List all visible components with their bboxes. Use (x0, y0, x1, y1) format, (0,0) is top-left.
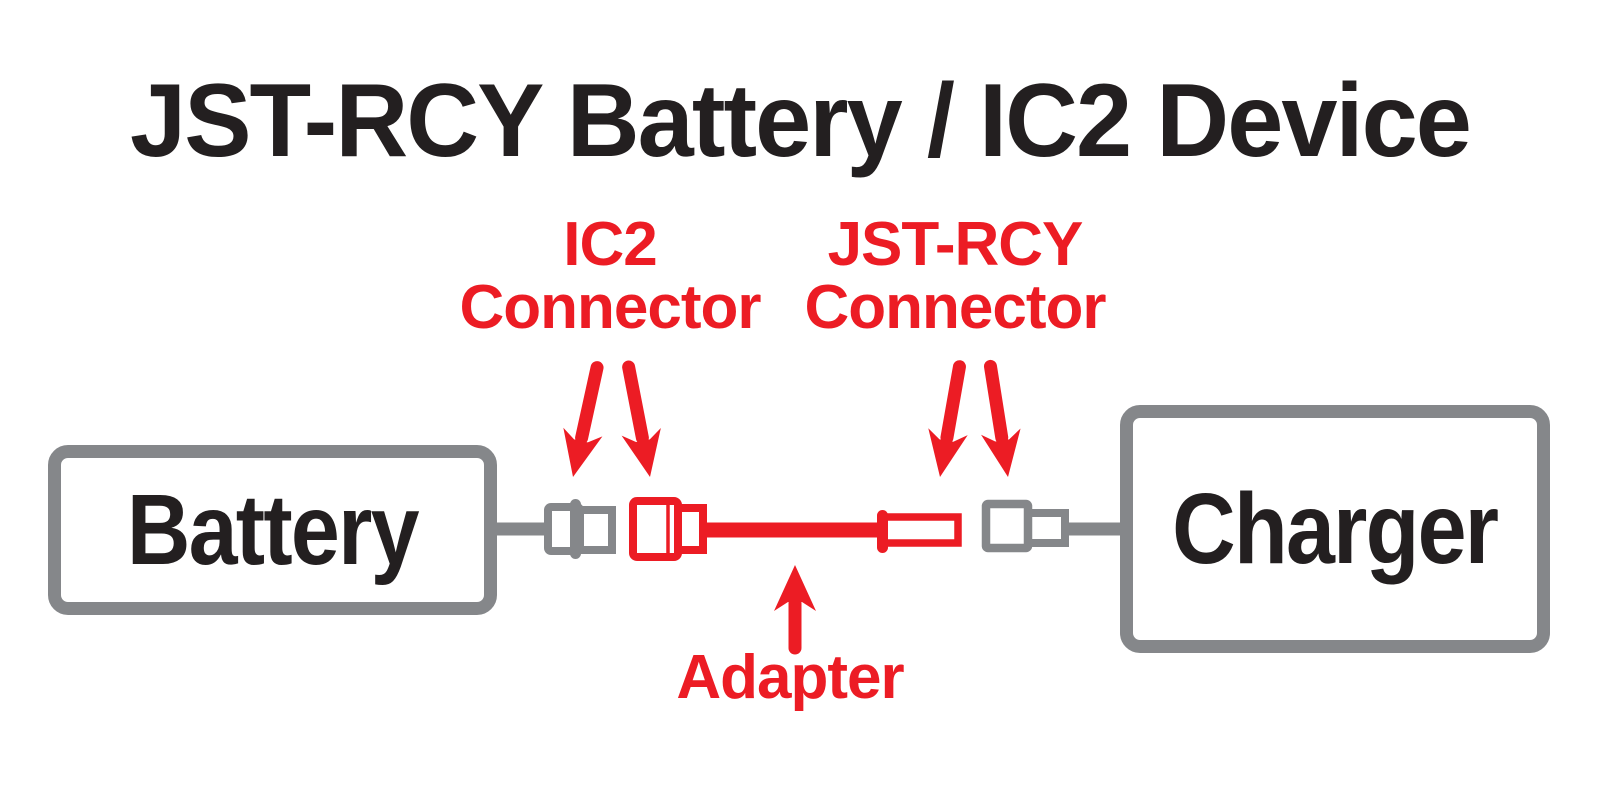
battery-box-label: Battery (127, 473, 420, 586)
jst-rcy-connector-label-line2: Connector (804, 273, 1107, 342)
jst-rcy-male-connector-icon (877, 510, 962, 553)
ic2-connector-label-line2: Connector (459, 273, 762, 342)
charger-box-label: Charger (1172, 472, 1499, 585)
jst-rcy-connector-label-line1: JST-RCY (827, 210, 1084, 279)
ic2-connector-label-line1: IC2 (563, 210, 657, 279)
charger-box: Charger (1120, 405, 1550, 653)
jst-arrow-right-icon (981, 359, 1021, 477)
jst-rcy-female-connector-icon (981, 499, 1069, 553)
ic2-arrow-left-icon (563, 361, 604, 477)
adapter-label: Adapter (676, 643, 904, 712)
page-title: JST-RCY Battery / IC2 Device (130, 63, 1472, 179)
ic2-arrow-right-icon (621, 360, 661, 477)
battery-box: Battery (48, 445, 497, 615)
ic2-male-connector-icon (629, 497, 707, 561)
adapter-arrow-icon (774, 565, 816, 655)
jst-rcy-connector-label: JST-RCY Connector (775, 213, 1135, 339)
jst-arrow-left-icon (928, 360, 968, 477)
ic2-female-connector-icon (544, 499, 616, 559)
ic2-connector-label: IC2 Connector (430, 213, 790, 339)
